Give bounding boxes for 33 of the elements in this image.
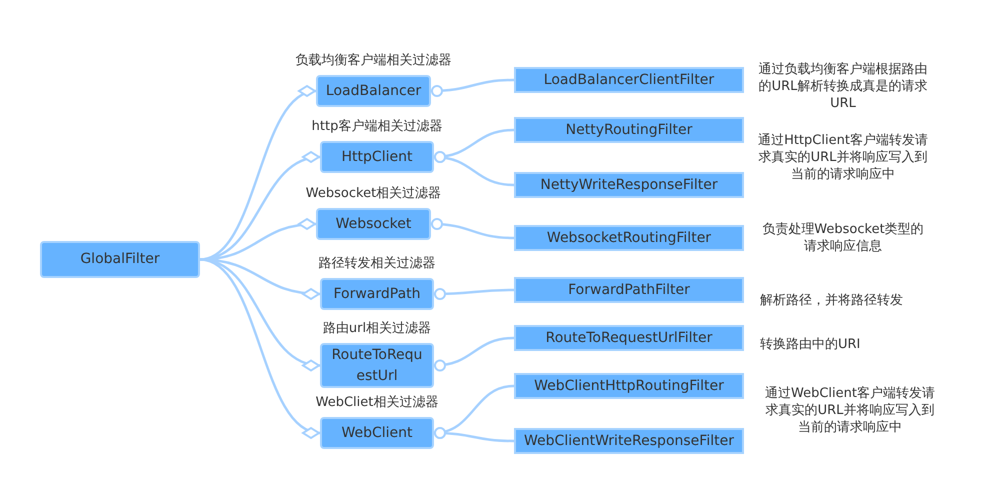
connector <box>434 427 514 442</box>
category-box: WebClient <box>320 417 434 449</box>
group-heading: http客户端相关过滤器 <box>312 118 442 135</box>
connector <box>430 78 514 97</box>
group-heading: 负载均衡客户端相关过滤器 <box>296 52 452 69</box>
group-heading: 路由url相关过滤器 <box>322 320 432 337</box>
description-text: 通过WebClient客户端转发请求真实的URL并将响应写入到当前的请求响应中 <box>764 385 936 436</box>
filter-box: NettyWriteResponseFilter <box>514 172 744 198</box>
filter-box: WebClientHttpRoutingFilter <box>514 373 744 399</box>
group-heading: 路径转发相关过滤器 <box>318 255 436 272</box>
category-box: RouteToRequestUrl <box>320 343 434 388</box>
description-text: 解析路径，并将路径转发 <box>760 292 904 309</box>
category-box: ForwardPath <box>320 278 434 310</box>
category-box: Websocket <box>316 208 431 240</box>
filter-box: WebClientWriteResponseFilter <box>514 428 744 454</box>
connector <box>434 151 514 186</box>
connector <box>430 218 514 240</box>
description-text: 通过负载均衡客户端根据路由的URL解析转换成真是的请求URL <box>758 61 928 112</box>
group-heading: Websocket相关过滤器 <box>306 185 442 202</box>
filter-box: LoadBalancerClientFilter <box>514 67 744 93</box>
filter-box: ForwardPathFilter <box>514 277 744 303</box>
description-text: 负责处理Websocket类型的请求响应信息 <box>761 221 925 255</box>
root-box: GlobalFilter <box>40 241 200 278</box>
filter-box: RouteToRequestUrlFilter <box>514 325 744 351</box>
group-heading: WebCliet相关过滤器 <box>316 394 438 411</box>
filter-box: NettyRoutingFilter <box>514 117 744 143</box>
category-box: LoadBalancer <box>316 75 431 107</box>
connector <box>434 336 514 372</box>
connector <box>434 288 514 300</box>
category-box: HttpClient <box>320 141 434 173</box>
description-text: 转换路由中的URI <box>760 336 862 353</box>
description-text: 通过HttpClient客户端转发请求真实的URL并将响应写入到当前的请求响应中 <box>757 132 929 183</box>
filter-box: WebsocketRoutingFilter <box>514 225 744 251</box>
